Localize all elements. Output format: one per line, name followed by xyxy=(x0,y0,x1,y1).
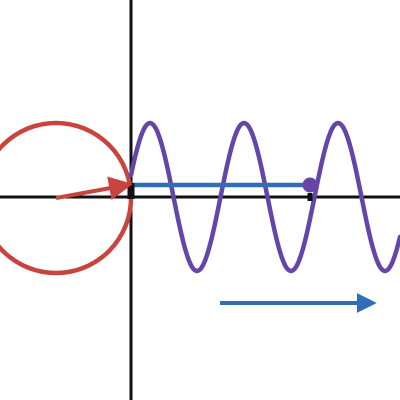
x-axis-tick xyxy=(307,193,313,201)
sine-wave xyxy=(128,120,400,274)
radius-arrow xyxy=(55,176,133,201)
y-axis-marker xyxy=(127,183,135,199)
traced-point xyxy=(302,177,318,193)
